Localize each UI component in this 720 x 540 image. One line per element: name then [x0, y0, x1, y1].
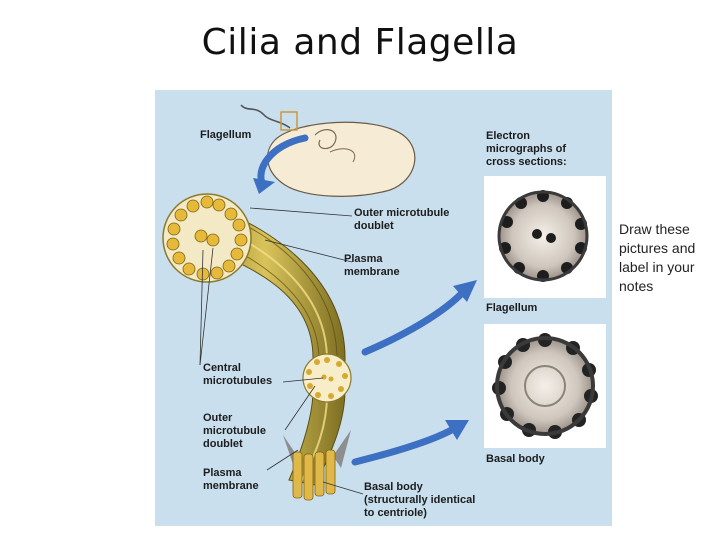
zoom-arrowhead: [253, 178, 275, 194]
basal-body-structure: [283, 430, 351, 501]
arrowhead: [453, 280, 477, 302]
flagellum-diagram: [162, 104, 606, 501]
basal-body-micrograph-image: [484, 324, 606, 448]
leader-lines: [199, 207, 364, 495]
label-plasma-membrane-2: Plasma membrane: [203, 467, 259, 492]
label-basal-body: Basal body (structurally identical to ce…: [364, 481, 476, 519]
label-outer-microtubule-doublet-2: Outer microtubule doublet: [203, 412, 266, 450]
arrow-to-flagellum-micrograph: [361, 286, 469, 356]
cross-section-ring: [302, 353, 352, 403]
instruction-note: Draw these pictures and label in your no…: [619, 221, 696, 294]
arrow-to-basal-micrograph: [351, 424, 459, 466]
flagellum-micrograph-image: [484, 176, 606, 298]
label-flagellum: Flagellum: [200, 129, 252, 141]
label-flagellum-micrograph: Flagellum: [486, 302, 538, 314]
flagellum-figure: Flagellum Electron micrographs of cross …: [155, 90, 612, 526]
label-central-microtubules: Central microtubules: [203, 362, 273, 387]
label-plasma-membrane: Plasma membrane: [344, 253, 400, 278]
flagellum-tail: [240, 104, 291, 129]
slide-title: Cilia and Flagella: [201, 22, 519, 63]
cell-body: [267, 121, 416, 197]
label-outer-microtubule-doublet: Outer microtubule doublet: [354, 207, 450, 232]
zoom-box: [280, 111, 298, 131]
microtubule-bundle-end: [162, 193, 252, 283]
label-electron-micrographs: Electron micrographs of cross sections:: [486, 130, 567, 168]
shaft-stripe: [204, 221, 328, 483]
label-basal-body-micrograph: Basal body: [486, 453, 545, 465]
arrowhead: [445, 420, 469, 440]
